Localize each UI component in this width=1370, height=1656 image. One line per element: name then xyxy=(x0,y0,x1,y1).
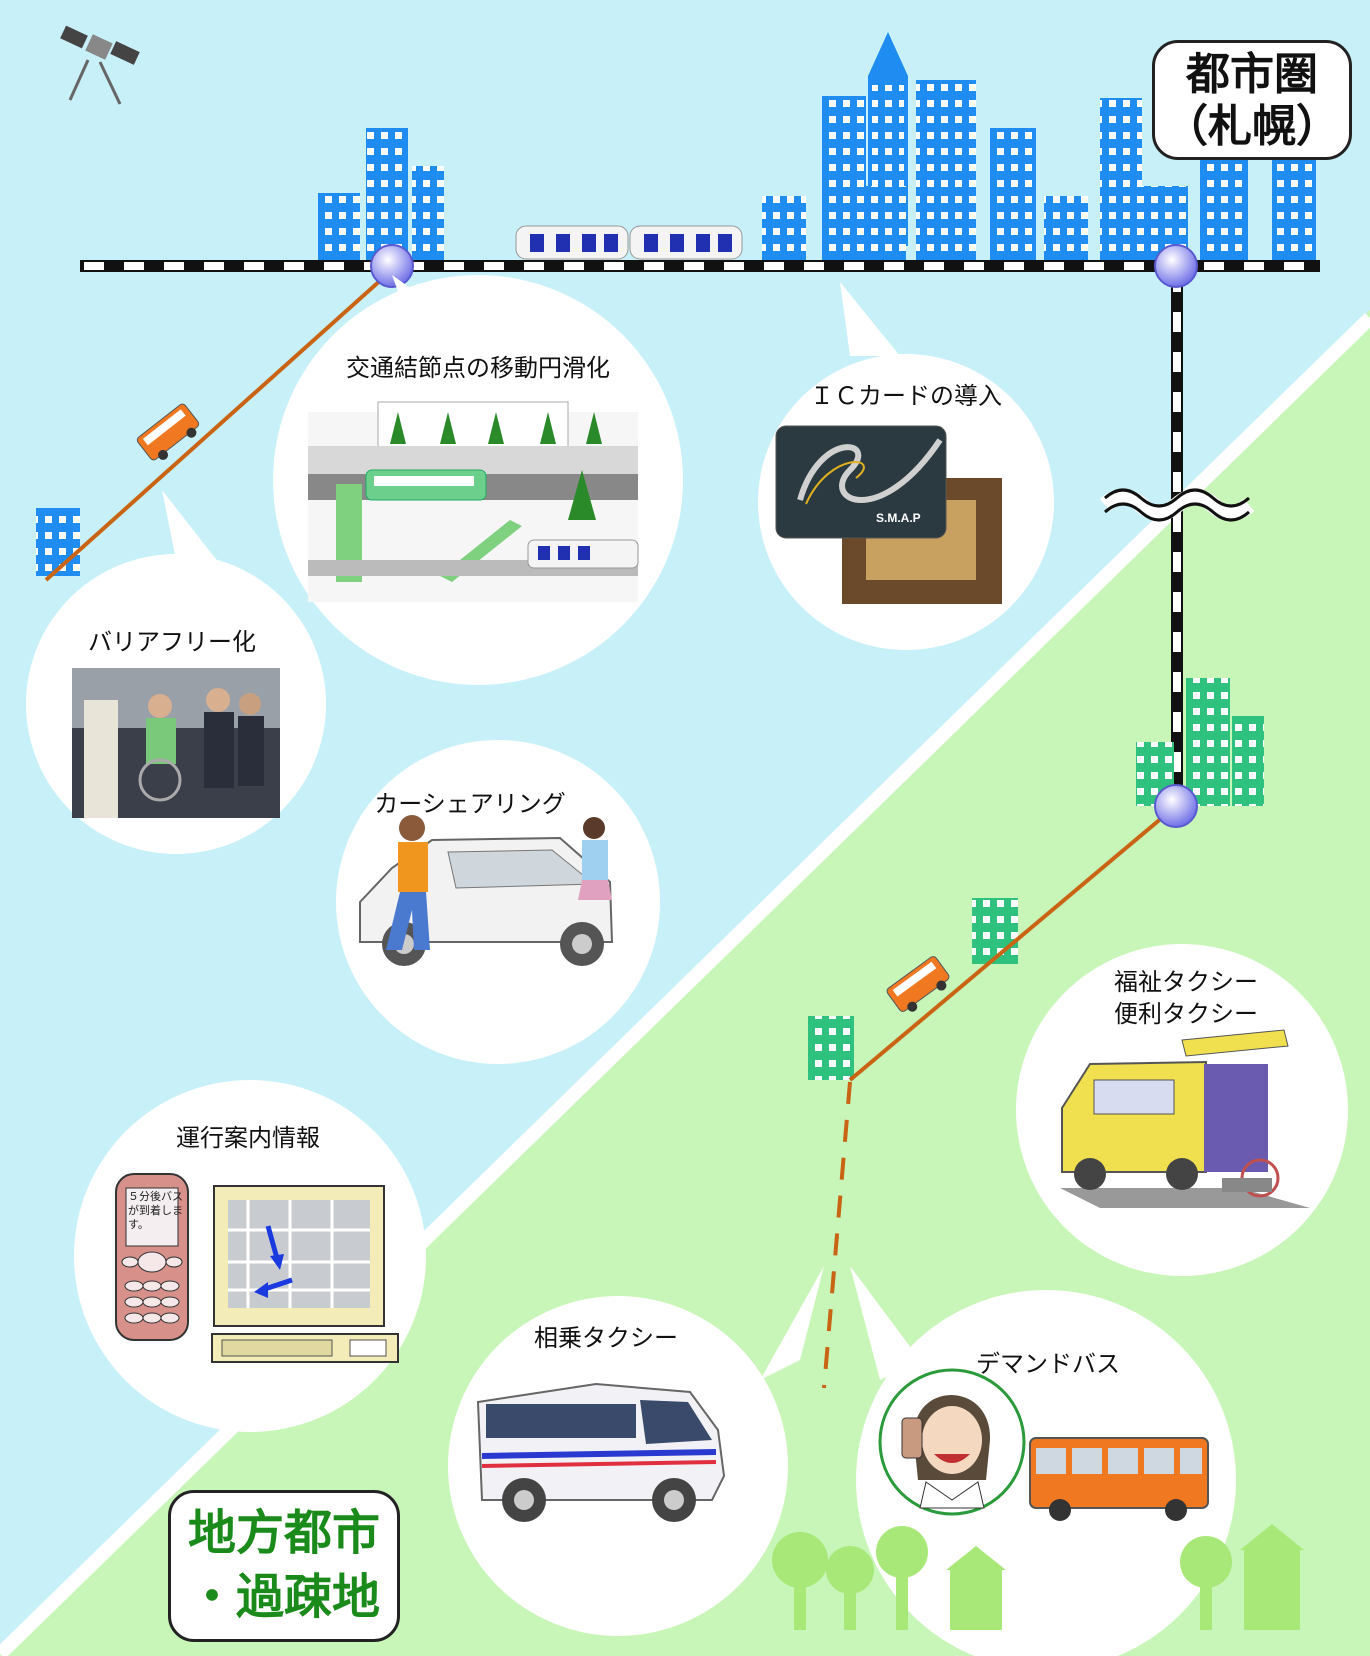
demand-bus-icon xyxy=(1029,1437,1209,1521)
station-illustration xyxy=(308,401,639,602)
rail-line-horizontal xyxy=(80,260,1320,272)
mobile-phone-icon xyxy=(115,1173,189,1341)
train-icon xyxy=(515,225,743,260)
bubble-title-ic-card: ＩＣカードの導入 xyxy=(810,382,1002,410)
rural-region-label: 地方都市 ・過疎地 xyxy=(168,1490,400,1642)
urban-label-line1: 都市圏 xyxy=(1186,49,1318,100)
microbus-illustration xyxy=(476,1382,726,1522)
bubble-title-node-smoothing: 交通結節点の移動円滑化 xyxy=(346,354,610,382)
station-node-rural xyxy=(1154,784,1198,828)
rural-label-line2: ・過疎地 xyxy=(187,1569,380,1625)
rail-line-vertical xyxy=(1171,266,1183,796)
ic-card-illustration xyxy=(775,425,1002,604)
bubble-title-operation-info: 運行案内情報 xyxy=(176,1124,320,1152)
urban-label-line2: （札幌） xyxy=(1164,101,1340,152)
computer-map-icon xyxy=(211,1185,399,1363)
bus-icon-urban xyxy=(136,403,200,461)
bubble-title-welfare-taxi-2: 便利タクシー xyxy=(1114,1000,1258,1028)
distance-break-icon xyxy=(1099,488,1255,522)
urban-region-label: 都市圏 （札幌） xyxy=(1152,40,1352,160)
bus-route-rural xyxy=(848,804,1178,1082)
barrier-free-photo xyxy=(72,668,280,818)
urban-skyline xyxy=(318,32,1316,261)
region-divider xyxy=(0,312,1370,1656)
rural-buildings xyxy=(808,678,1264,1080)
rural-trees xyxy=(772,1524,1304,1630)
bus-route-urban xyxy=(44,268,394,582)
car-sharing-illustration xyxy=(359,815,614,966)
bubble-title-shared-taxi: 相乗タクシー xyxy=(534,1324,678,1352)
urban-outlying-building xyxy=(36,508,80,576)
station-node-left xyxy=(370,244,414,288)
demand-route-dashed xyxy=(822,1081,852,1389)
bus-icon-rural xyxy=(886,956,950,1012)
satellite-icon xyxy=(60,25,140,105)
bubble-title-car-sharing: カーシェアリング xyxy=(374,790,566,818)
bubble-title-demand-bus: デマンドバス xyxy=(976,1350,1120,1378)
rural-label-line1: 地方都市 xyxy=(187,1505,380,1561)
bubble-title-welfare-taxi-1: 福祉タクシー xyxy=(1114,968,1258,996)
phone-screen-message: ５分後バスが到着します。 xyxy=(128,1190,183,1231)
welfare-taxi-illustration xyxy=(1060,1029,1310,1208)
operator-icon xyxy=(901,1395,991,1509)
bubble-title-barrier-free: バリアフリー化 xyxy=(88,628,256,656)
station-node-right xyxy=(1154,244,1198,288)
ic-card-brand: S.M.A.P xyxy=(876,511,921,525)
